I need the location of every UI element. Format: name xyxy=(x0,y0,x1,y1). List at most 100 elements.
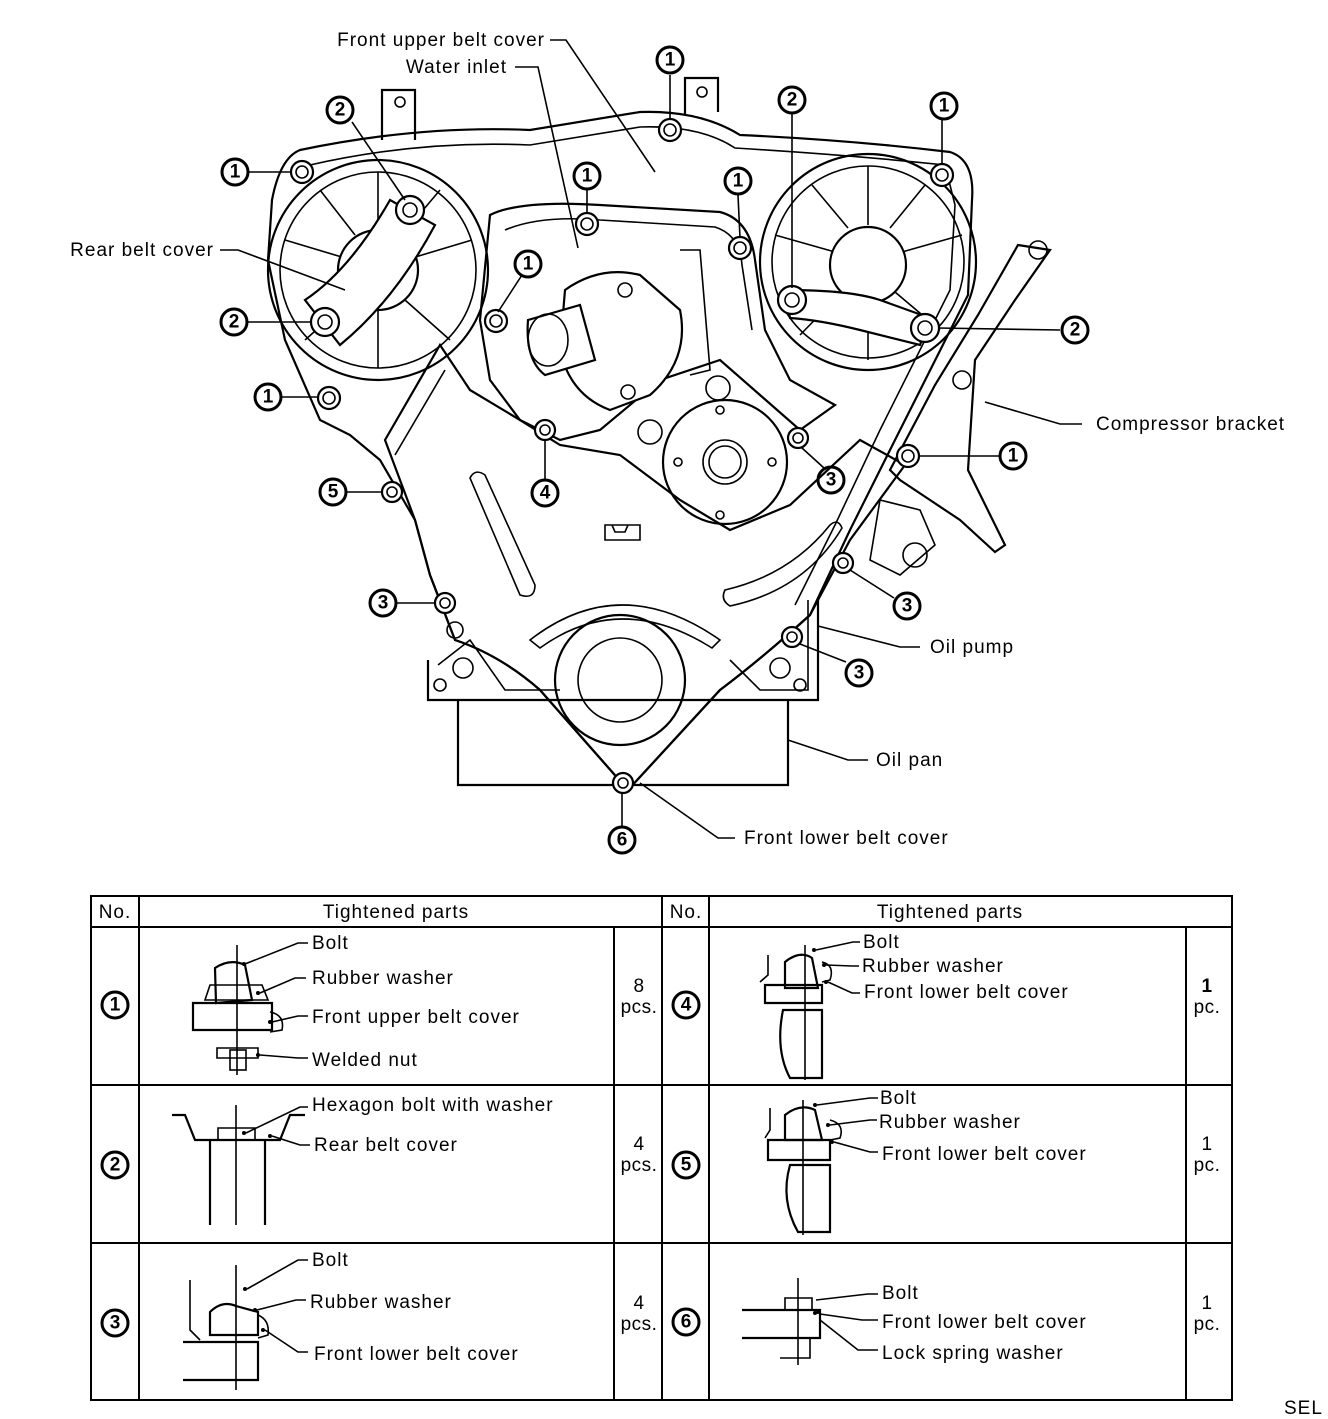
table-row-number: 3 xyxy=(100,1308,130,1338)
part-label: Front upper belt cover xyxy=(312,1007,520,1028)
svg-text:2: 2 xyxy=(110,1155,121,1176)
svg-text:2: 2 xyxy=(229,312,240,333)
table-header-no: No. xyxy=(670,902,703,923)
callout-1: 1 xyxy=(655,45,685,75)
svg-text:3: 3 xyxy=(902,596,913,617)
callout-1: 1 xyxy=(929,91,959,121)
label-oil-pan: Oil pan xyxy=(876,750,943,771)
qty-number: 1 xyxy=(1201,1293,1212,1314)
label-oil-pump: Oil pump xyxy=(930,637,1014,658)
callout-2: 2 xyxy=(325,95,355,125)
bolt-sketch-3 xyxy=(183,1259,308,1390)
svg-text:4: 4 xyxy=(540,483,551,504)
label-rear-belt-cover: Rear belt cover xyxy=(70,240,214,261)
callout-1: 1 xyxy=(998,441,1028,471)
svg-text:5: 5 xyxy=(681,1155,692,1176)
part-label: Front lower belt cover xyxy=(882,1144,1087,1165)
part-label: Rubber washer xyxy=(310,1292,452,1313)
table-header-no: No. xyxy=(99,902,132,923)
callout-1: 1 xyxy=(723,166,753,196)
qty-number: 1 xyxy=(1201,976,1212,997)
table-row-number: 1 xyxy=(100,990,130,1020)
callout-2: 2 xyxy=(1060,315,1090,345)
callout-1: 1 xyxy=(513,249,543,279)
svg-text:1: 1 xyxy=(523,254,534,275)
qty-unit: pcs. xyxy=(621,1155,658,1176)
callout-1: 1 xyxy=(220,157,250,187)
callout-5: 5 xyxy=(318,477,348,507)
bolt-sketch-6 xyxy=(742,1278,878,1365)
svg-text:2: 2 xyxy=(787,90,798,111)
callout-3: 3 xyxy=(816,465,846,495)
svg-text:2: 2 xyxy=(1070,320,1081,341)
table-row-number: 6 xyxy=(671,1307,701,1337)
label-compressor-bracket: Compressor bracket xyxy=(1096,414,1285,435)
qty-unit: pc. xyxy=(1194,1155,1221,1176)
qty-unit: pcs. xyxy=(621,1314,658,1335)
part-label: Bolt xyxy=(863,932,900,953)
svg-text:3: 3 xyxy=(378,593,389,614)
svg-text:3: 3 xyxy=(110,1313,121,1334)
part-label: Rubber washer xyxy=(862,956,1004,977)
qty-number: 1 xyxy=(1201,1134,1212,1155)
tightened-parts-table: No. Tightened parts No. Tightened parts … xyxy=(90,895,1233,1401)
svg-text:1: 1 xyxy=(263,387,274,408)
svg-text:1: 1 xyxy=(582,166,593,187)
callout-6: 6 xyxy=(607,825,637,855)
svg-text:1: 1 xyxy=(110,995,121,1016)
part-label: Bolt xyxy=(882,1283,919,1304)
engine-front-view xyxy=(266,76,1052,795)
svg-text:4: 4 xyxy=(681,995,692,1016)
part-label: Rubber washer xyxy=(312,968,454,989)
callout-2: 2 xyxy=(219,307,249,337)
part-label: Hexagon bolt with washer xyxy=(312,1095,554,1116)
callout-1: 1 xyxy=(253,382,283,412)
qty-unit: pc. xyxy=(1194,1314,1221,1335)
table-row-number: 4 xyxy=(671,990,701,1020)
svg-text:3: 3 xyxy=(854,663,865,684)
qty-unit: pcs. xyxy=(621,997,658,1018)
label-front-upper-belt-cover: Front upper belt cover xyxy=(337,30,545,51)
qty-number: 4 xyxy=(633,1134,644,1155)
bolt-sketch-1 xyxy=(191,942,308,1075)
callout-leaders xyxy=(220,39,1082,839)
callout-2: 2 xyxy=(777,85,807,115)
diagram-labels: Front upper belt cover Water inlet Rear … xyxy=(70,30,1322,1419)
svg-text:1: 1 xyxy=(1008,446,1019,467)
bolt-heads xyxy=(289,117,955,795)
part-label: Rubber washer xyxy=(879,1112,1021,1133)
qty-number: 8 xyxy=(633,976,644,997)
bolt-sketch-5 xyxy=(764,1097,878,1235)
svg-text:1: 1 xyxy=(733,171,744,192)
part-label: Front lower belt cover xyxy=(864,982,1069,1003)
svg-text:2: 2 xyxy=(335,100,346,121)
part-label: Welded nut xyxy=(312,1050,418,1071)
part-label: Bolt xyxy=(312,1250,349,1271)
callout-3: 3 xyxy=(892,591,922,621)
svg-text:5: 5 xyxy=(328,482,339,503)
label-front-lower-belt-cover: Front lower belt cover xyxy=(744,828,949,849)
table-row-number: 2 xyxy=(100,1150,130,1180)
part-label: Front lower belt cover xyxy=(314,1344,519,1365)
svg-text:3: 3 xyxy=(826,470,837,491)
table-header-parts: Tightened parts xyxy=(323,902,469,923)
callout-3: 3 xyxy=(368,588,398,618)
callout-3: 3 xyxy=(844,658,874,688)
table-row-number: 5 xyxy=(671,1150,701,1180)
part-label: Bolt xyxy=(880,1088,917,1109)
callout-4: 4 xyxy=(530,478,560,508)
part-label: Rear belt cover xyxy=(314,1135,458,1156)
svg-text:6: 6 xyxy=(681,1312,692,1333)
svg-text:1: 1 xyxy=(665,50,676,71)
svg-text:1: 1 xyxy=(230,162,241,183)
callout-1: 1 xyxy=(572,161,602,191)
part-label: Lock spring washer xyxy=(882,1343,1064,1364)
label-water-inlet: Water inlet xyxy=(406,57,507,78)
callout-markers: 1 1 2 1 1 1 2 1 1 2 2 1 4 5 3 3 3 3 6 xyxy=(219,45,1090,855)
part-label: Bolt xyxy=(312,933,349,954)
qty-number: 4 xyxy=(633,1293,644,1314)
svg-text:6: 6 xyxy=(617,830,628,851)
bolt-sketch-4 xyxy=(759,941,860,1080)
table-header-parts: Tightened parts xyxy=(877,902,1023,923)
